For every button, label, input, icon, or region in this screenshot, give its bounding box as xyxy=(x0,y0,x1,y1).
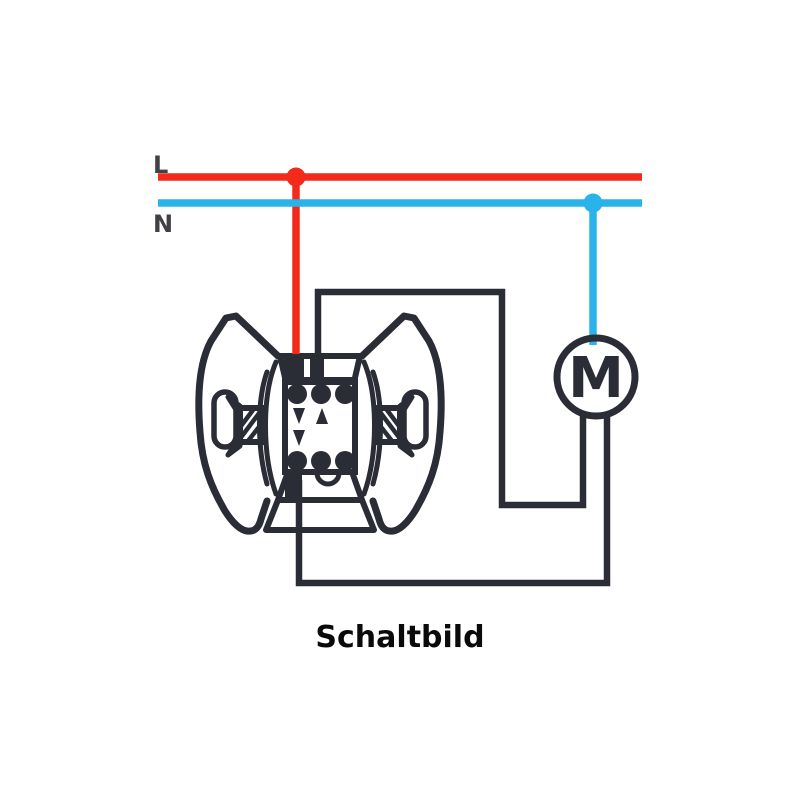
motor-symbol: M xyxy=(553,334,639,420)
switch-mechanism xyxy=(282,354,358,498)
switch-frame-left xyxy=(195,312,282,535)
switch-insert xyxy=(195,312,445,535)
mounting-slot-left xyxy=(211,389,239,450)
neutral-label: N xyxy=(153,210,173,238)
claw-screw-left xyxy=(225,394,267,458)
switch-frame-right xyxy=(358,312,445,535)
claw-screw-right xyxy=(373,394,415,458)
terminal-top-3 xyxy=(335,384,355,404)
wire-clamp-top-right xyxy=(310,354,324,378)
wire-clamp-top-left xyxy=(284,354,304,378)
wire-motor-return xyxy=(295,413,611,587)
switch-bottom-plate xyxy=(263,497,377,533)
junction-dot-neutral xyxy=(583,193,603,213)
live-label: L xyxy=(153,151,168,179)
terminal-bottom-1 xyxy=(287,451,307,471)
arrow-down-2-icon xyxy=(293,430,305,446)
diagram-title: Schaltbild xyxy=(315,620,484,655)
neutral-conductor xyxy=(158,193,642,345)
mounting-slot-right xyxy=(401,389,429,450)
terminal-bottom-2 xyxy=(311,451,331,471)
junction-dot-live xyxy=(286,167,306,187)
switch-body xyxy=(282,377,358,475)
terminal-bottom-3 xyxy=(335,451,355,471)
terminal-top-2 xyxy=(311,384,331,404)
wire-switch-to-motor xyxy=(314,288,587,509)
motor-circle xyxy=(553,334,639,420)
arrow-down-icon xyxy=(293,408,305,424)
motor-label: M xyxy=(568,346,624,411)
terminal-top-1 xyxy=(287,384,307,404)
live-conductor xyxy=(158,167,642,358)
switch-bottom-arc xyxy=(314,470,342,487)
arrow-up-icon xyxy=(316,408,328,424)
wire-clamp-bottom xyxy=(285,474,302,498)
